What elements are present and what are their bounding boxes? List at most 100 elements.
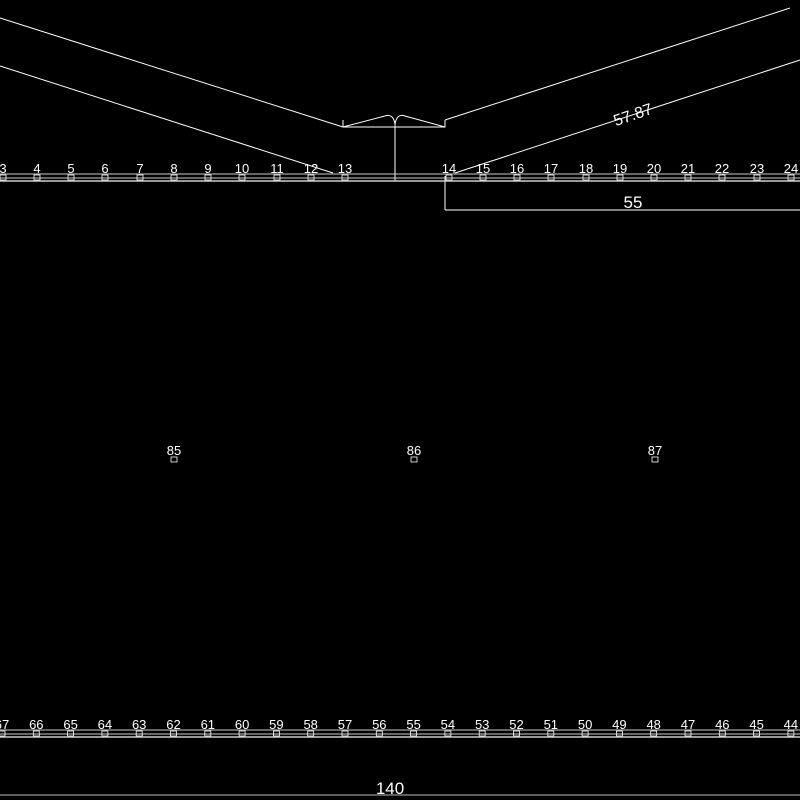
node-label: 64 — [98, 717, 112, 732]
top-rail — [0, 173, 800, 182]
node-label: 55 — [406, 717, 420, 732]
node-marker — [307, 730, 315, 737]
node-marker — [410, 456, 418, 463]
node-marker — [341, 174, 349, 181]
node-label: 65 — [63, 717, 77, 732]
node-label: 18 — [579, 161, 593, 176]
node-marker — [135, 730, 143, 737]
ridge-left — [342, 115, 386, 128]
node-marker — [204, 174, 212, 181]
node-label: 51 — [544, 717, 558, 732]
node-marker — [136, 174, 144, 181]
node-marker — [650, 730, 658, 737]
node-label: 20 — [647, 161, 661, 176]
node-label: 9 — [204, 161, 211, 176]
node-marker — [650, 174, 658, 181]
node-label: 24 — [784, 161, 798, 176]
node-labels: 3456789101112131415161718192021222324676… — [0, 161, 798, 737]
node-marker — [513, 174, 521, 181]
node-marker — [787, 730, 795, 737]
node-label: 48 — [646, 717, 660, 732]
node-marker — [33, 174, 41, 181]
node-label: 56 — [372, 717, 386, 732]
node-label: 45 — [749, 717, 763, 732]
node-marker — [170, 174, 178, 181]
ridge-right — [404, 115, 446, 128]
roof-right-upper — [444, 7, 791, 121]
node-marker — [273, 174, 281, 181]
node-marker — [307, 174, 315, 181]
node-label: 58 — [303, 717, 317, 732]
node-label: 15 — [476, 161, 490, 176]
node-marker — [0, 174, 7, 181]
node-marker — [547, 174, 555, 181]
node-label: 67 — [0, 717, 9, 732]
node-label: 14 — [442, 161, 456, 176]
node-label: 57 — [338, 717, 352, 732]
node-label: 5 — [67, 161, 74, 176]
roof-left-lower — [0, 65, 334, 174]
node-marker — [170, 730, 177, 737]
node-label: 21 — [681, 161, 695, 176]
bottom-rail — [0, 729, 800, 738]
node-marker — [32, 730, 40, 737]
node-marker — [718, 730, 726, 737]
node-marker — [238, 730, 246, 737]
node-label: 59 — [269, 717, 283, 732]
node-marker — [684, 730, 692, 737]
node-marker — [547, 730, 555, 737]
roof-lines — [0, 7, 800, 796]
node-label: 8 — [170, 161, 177, 176]
ridge-cap — [384, 114, 406, 125]
node-label: 10 — [235, 161, 249, 176]
node-marker — [0, 730, 6, 737]
node-label: 49 — [612, 717, 626, 732]
node-label: 50 — [578, 717, 592, 732]
node-marker — [513, 730, 520, 737]
node-marker — [582, 174, 590, 181]
node-marker — [204, 730, 212, 737]
node-label: 12 — [304, 161, 318, 176]
node-marker — [479, 174, 487, 181]
node-label: 46 — [715, 717, 729, 732]
node-label: 16 — [510, 161, 524, 176]
node-label: 47 — [681, 717, 695, 732]
node-label: 3 — [0, 161, 7, 176]
node-label: 22 — [715, 161, 729, 176]
node-label: 23 — [750, 161, 764, 176]
node-marker — [753, 174, 761, 181]
node-marker — [341, 730, 349, 737]
node-marker — [753, 730, 760, 737]
dim-span-label: 140 — [376, 779, 404, 798]
node-marker — [651, 456, 659, 463]
node-label: 4 — [33, 161, 40, 176]
node-label: 66 — [29, 717, 43, 732]
node-marker — [787, 174, 795, 181]
node-label: 7 — [136, 161, 143, 176]
node-marker — [444, 730, 452, 737]
node-label: 44 — [784, 717, 798, 732]
node-marker — [616, 174, 624, 181]
node-marker — [101, 730, 109, 737]
roof-left-upper — [0, 17, 344, 128]
node-marker — [445, 174, 453, 181]
node-label: 87 — [648, 443, 662, 458]
node-marker — [170, 456, 178, 463]
node-marker — [67, 730, 74, 737]
node-label: 63 — [132, 717, 146, 732]
node-label: 86 — [407, 443, 421, 458]
node-marker — [616, 730, 623, 737]
node-label: 53 — [475, 717, 489, 732]
node-label: 85 — [167, 443, 181, 458]
roof-right-lower — [454, 59, 800, 174]
node-marker — [101, 174, 109, 181]
node-label: 52 — [509, 717, 523, 732]
node-label: 19 — [613, 161, 627, 176]
node-marker — [684, 174, 692, 181]
node-label: 60 — [235, 717, 249, 732]
node-marker — [718, 174, 726, 181]
dim-half-span-label: 55 — [624, 193, 643, 212]
dim-slope-label: 57.87 — [611, 101, 654, 130]
node-label: 62 — [166, 717, 180, 732]
